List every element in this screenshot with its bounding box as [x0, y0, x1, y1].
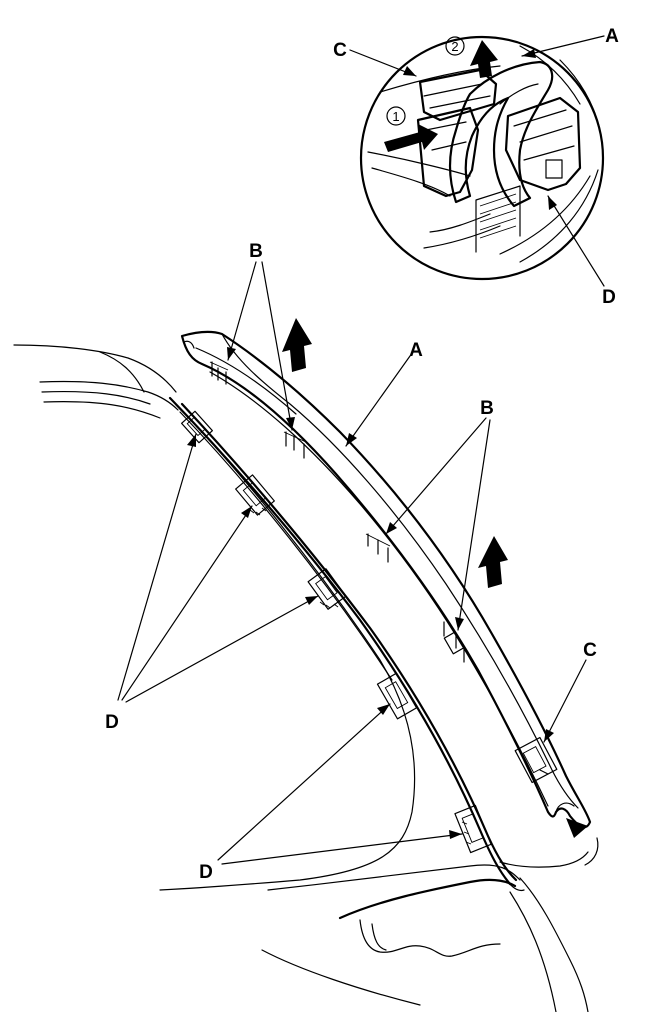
label-b-right: B — [480, 398, 494, 419]
label-d-inset: D — [602, 287, 616, 308]
trim-a-section — [448, 60, 554, 208]
label-b-top: B — [249, 241, 263, 262]
detail-inset: 1 2 — [359, 35, 605, 281]
clip-b — [443, 621, 465, 663]
step-1-marker: 1 — [386, 106, 406, 126]
up-arrow-icon — [478, 536, 508, 588]
step-2-marker: 2 — [445, 36, 465, 56]
clip-d — [181, 410, 213, 444]
clip-tabs-b — [209, 361, 465, 663]
clip-d-detail — [504, 96, 582, 192]
clip-d — [376, 672, 418, 720]
pillar-seal — [168, 396, 525, 892]
label-a-main: A — [409, 340, 423, 361]
removal-arrows — [282, 318, 588, 838]
step-2-number: 2 — [451, 39, 458, 54]
vehicle-body-outline — [13, 344, 599, 1012]
pillar-trim-a — [180, 330, 592, 829]
step-1-number: 1 — [392, 109, 399, 124]
clip-c-lower — [514, 736, 558, 784]
step-1-arrow-icon — [384, 124, 438, 152]
label-d-left: D — [105, 712, 119, 733]
clip-b — [209, 361, 229, 385]
leader-lines — [117, 35, 605, 865]
clip-b — [283, 431, 307, 459]
clip-d — [454, 804, 492, 854]
clip-b — [365, 533, 391, 563]
callout-labels: A C D B A B C D D — [105, 26, 619, 883]
label-d-bottom: D — [199, 862, 213, 883]
label-c-lower: C — [583, 640, 597, 661]
clip-d — [235, 474, 275, 516]
pry-arrow-icon — [566, 818, 588, 838]
step-2-arrow-icon — [470, 40, 498, 78]
label-c-inset: C — [333, 40, 347, 61]
label-a-inset: A — [605, 26, 619, 47]
up-arrow-icon — [282, 318, 312, 372]
